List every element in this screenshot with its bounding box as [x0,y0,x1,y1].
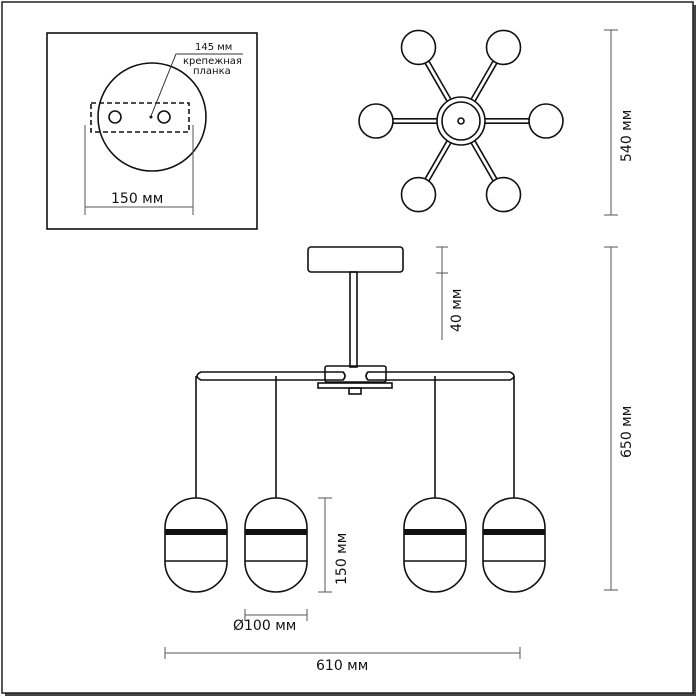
hub-center [457,117,465,125]
total-height-label: 650 мм [619,406,635,458]
shade-top-view [485,176,522,213]
shade-top-view [400,29,437,66]
shade-diameter-dimension-line [244,609,308,621]
plate-length-label: 145 мм [195,42,232,53]
glass-shade [244,497,308,593]
total-height-dimension-line [604,246,618,591]
shade-top-view [400,176,437,213]
shade-band [404,529,466,535]
arm-bottom-left [428,60,452,100]
shade-band [483,529,545,535]
top-view [358,29,564,213]
shade-height-dimension-line [318,497,332,593]
glass-shade [482,497,546,593]
mount-detail-inset: 145 мм крепежная планка 150 мм [46,32,258,230]
hub-inner-ring [441,101,481,141]
shade-top-view [358,103,394,139]
total-width-dimension-line [164,647,521,659]
hub-outer-ring [436,96,486,146]
arm-bottom-left [424,62,448,102]
shade-top-view [485,29,522,66]
stem [349,271,358,368]
inset-frame [46,32,258,230]
arm-top-left [474,62,498,102]
shade-band [165,529,227,535]
center-point [149,115,153,119]
screw-hole [157,110,171,124]
arm-top-right [470,142,494,182]
arm-right [365,371,515,381]
arm-bottom-right [428,142,452,182]
shade-height-label: 150 мм [334,533,350,585]
canopy-height-label: 40 мм [449,289,465,332]
plate-label-line2: планка [193,66,231,77]
canopy-dimension-line [84,125,194,215]
leader-line [150,53,243,117]
plate-label-line1: крепежная [183,56,242,67]
shade-band [245,529,307,535]
arm-bottom-right [424,140,448,180]
glass-shade [403,497,467,593]
total-width-label: 610 мм [316,658,368,674]
arm-left [196,371,346,381]
hub-nub [348,387,362,395]
glass-shade [164,497,228,593]
canopy-height-dimension-line [436,246,448,340]
screw-hole [108,110,122,124]
side-view [164,246,546,593]
top-view-dimension-line [604,29,618,216]
canopy-diameter-label: 150 мм [111,191,163,207]
shade-diameter-label: Ø100 мм [233,618,296,634]
arm-top-right [474,140,498,180]
shade-top-view [528,103,564,139]
mounting-plate [90,102,190,133]
canopy-circle [97,62,207,172]
top-view-diameter-label: 540 мм [619,110,635,162]
arm-top-left [470,60,494,100]
hub [324,365,387,383]
